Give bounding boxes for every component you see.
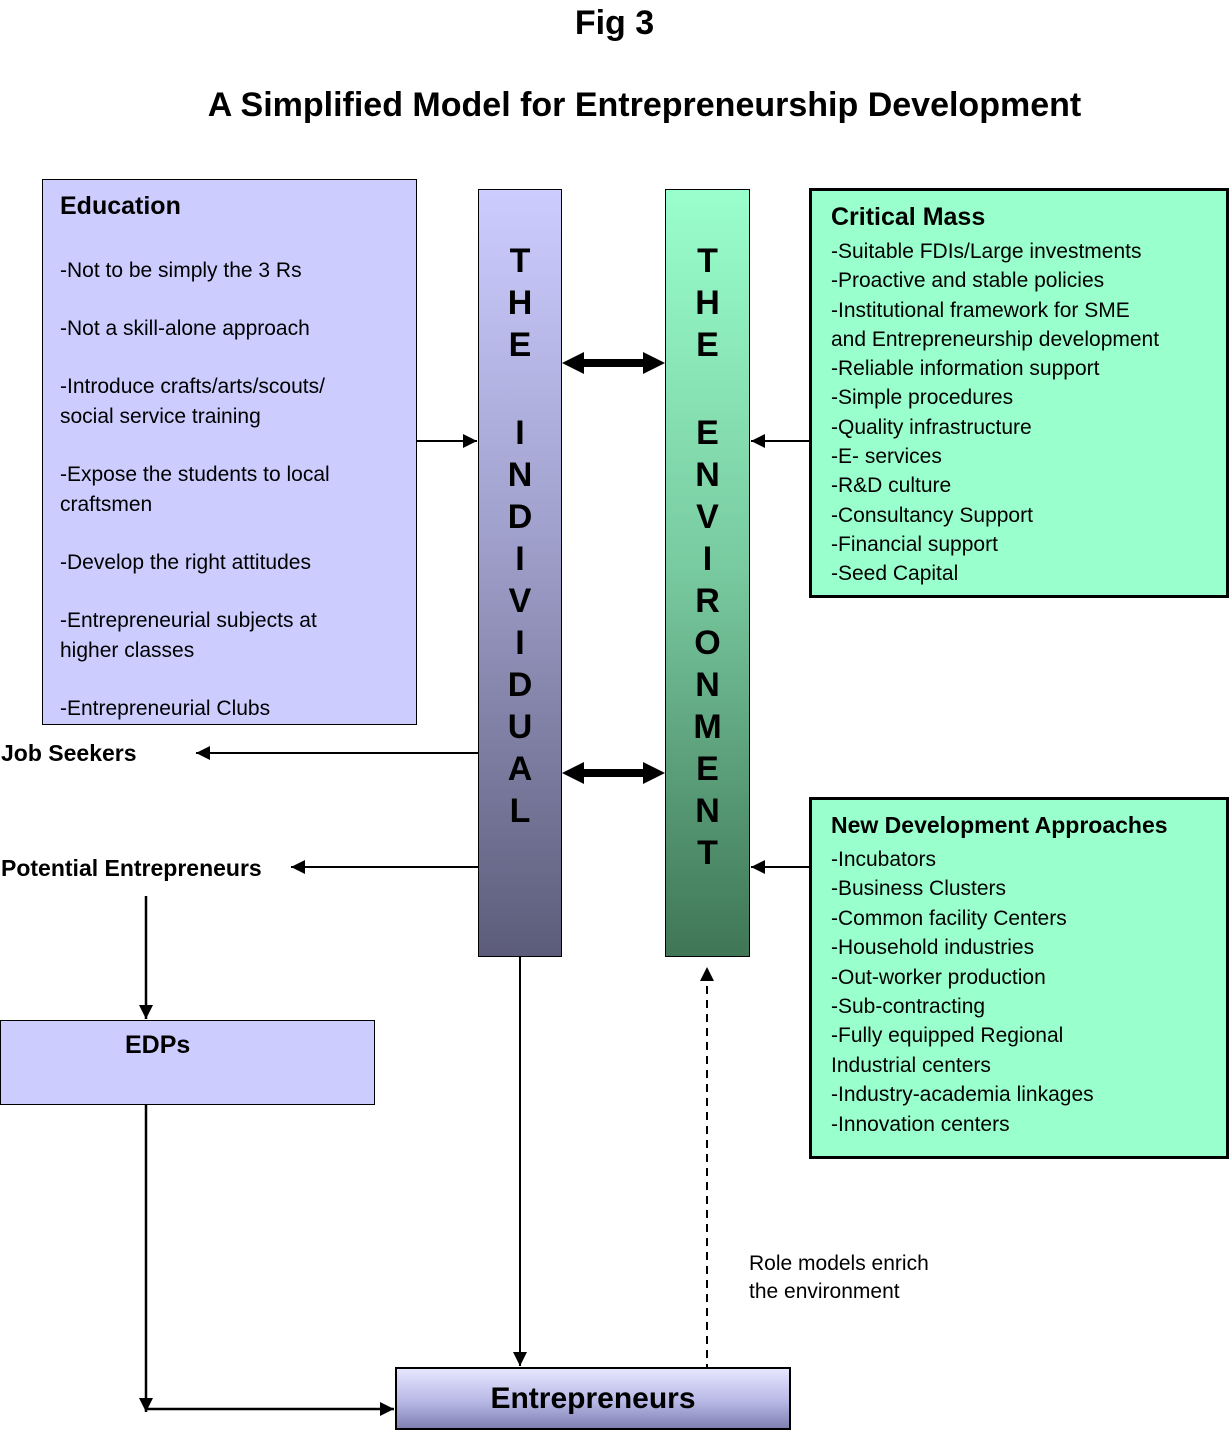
new-development-item: -Business Clusters: [831, 877, 1007, 901]
environment-letter: H: [695, 284, 720, 322]
environment-letter: E: [696, 750, 719, 788]
critical-mass-item: -Institutional framework for SME and Ent…: [831, 298, 1160, 351]
environment-letter: V: [696, 498, 719, 536]
entrepreneurs-label: Entrepreneurs: [490, 1382, 696, 1415]
individual-letter: D: [507, 498, 533, 536]
education-item: -Develop the right attitudes: [60, 551, 311, 574]
job-seekers-label: Job Seekers: [1, 740, 137, 766]
critical-mass-item: -Reliable information support: [831, 357, 1100, 381]
education-item: -Entrepreneurial subjects at higher clas…: [60, 609, 317, 662]
new-development-item: -Household industries: [831, 936, 1035, 960]
environment-letter: R: [695, 582, 720, 620]
role-models-note: Role models enrich the environment: [749, 1252, 929, 1303]
critical-mass-item: -Suitable FDIs/Large investments: [831, 240, 1142, 263]
critical-mass-box: Critical Mass -Suitable FDIs/Large inves…: [809, 188, 1229, 598]
education-item: -Entrepreneurial Clubs: [60, 697, 271, 720]
critical-mass-item: -Financial support: [831, 532, 998, 556]
education-item: -Expose the students to local craftsmen: [60, 463, 330, 516]
individual-environment-upper-double-arrow: [562, 352, 665, 374]
individual-column: T H E I N D I V I D U A L: [478, 189, 562, 957]
critical-mass-item: -Seed Capital: [831, 562, 959, 586]
individual-letter: H: [507, 284, 533, 322]
individual-letter: I: [515, 540, 525, 578]
environment-letter: N: [695, 792, 720, 830]
environment-letter: N: [695, 666, 720, 704]
potential-entrepreneurs-label: Potential Entrepreneurs: [1, 855, 262, 881]
critical-mass-item: -Simple procedures: [831, 386, 1014, 410]
new-development-item: -Industry-academia linkages: [831, 1083, 1094, 1107]
new-development-item: -Innovation centers: [831, 1112, 1010, 1136]
environment-letter: E: [696, 326, 719, 364]
edps-label: EDPs: [125, 1031, 191, 1059]
individual-letter: T: [509, 242, 531, 280]
new-development-title: New Development Approaches: [831, 812, 1168, 838]
environment-letter: T: [697, 834, 718, 872]
individual-letter: A: [507, 750, 533, 788]
individual-letter: L: [509, 792, 531, 830]
new-development-list: -Incubators -Business Clusters -Common f…: [831, 845, 1094, 1139]
individual-letter: V: [508, 582, 532, 620]
edps-box: EDPs: [0, 1020, 375, 1105]
critical-mass-title: Critical Mass: [831, 203, 986, 231]
diagram-title: A Simplified Model for Entrepreneurship …: [207, 86, 1082, 124]
critical-mass-item: -Quality infrastructure: [831, 415, 1032, 439]
new-development-item: -Out-worker production: [831, 965, 1046, 989]
critical-mass-item: -E- services: [831, 445, 942, 469]
environment-letter: I: [702, 540, 713, 578]
environment-letter: T: [697, 242, 718, 280]
critical-mass-item: -Consultancy Support: [831, 503, 1033, 527]
environment-letter: M: [693, 708, 722, 746]
new-development-item: -Common facility Centers: [831, 906, 1067, 930]
individual-letter: N: [507, 456, 533, 494]
new-development-item: -Sub-contracting: [831, 995, 986, 1019]
environment-column: T H E E N V I R O N M E N T: [665, 189, 750, 957]
individual-letter: E: [508, 326, 532, 364]
environment-letter: N: [695, 456, 720, 494]
education-item: -Not to be simply the 3 Rs: [60, 259, 302, 282]
individual-letter: U: [507, 708, 533, 746]
critical-mass-item: -R&D culture: [831, 474, 952, 498]
new-development-item: -Fully equipped Regional Industrial cent…: [831, 1024, 1064, 1077]
education-title: Education: [60, 192, 181, 220]
critical-mass-item: -Proactive and stable policies: [831, 269, 1105, 293]
entrepreneurs-box: Entrepreneurs: [395, 1367, 791, 1430]
education-item: -Introduce crafts/arts/scouts/ social se…: [60, 375, 325, 428]
education-list: -Not to be simply the 3 Rs -Not a skill-…: [60, 256, 330, 724]
figure-label: Fig 3: [574, 4, 655, 42]
education-item: -Not a skill-alone approach: [60, 317, 310, 340]
new-development-box: New Development Approaches -Incubators -…: [809, 797, 1229, 1159]
environment-letter: O: [694, 624, 721, 662]
critical-mass-list: -Suitable FDIs/Large investments -Proact…: [831, 237, 1159, 589]
new-development-item: -Incubators: [831, 848, 937, 871]
individual-letter: I: [515, 414, 525, 452]
individual-letter: D: [507, 666, 533, 704]
environment-letter: E: [696, 414, 719, 452]
education-box: Education -Not to be simply the 3 Rs -No…: [42, 179, 417, 725]
individual-letter: I: [515, 624, 525, 662]
individual-environment-lower-double-arrow: [562, 762, 665, 784]
